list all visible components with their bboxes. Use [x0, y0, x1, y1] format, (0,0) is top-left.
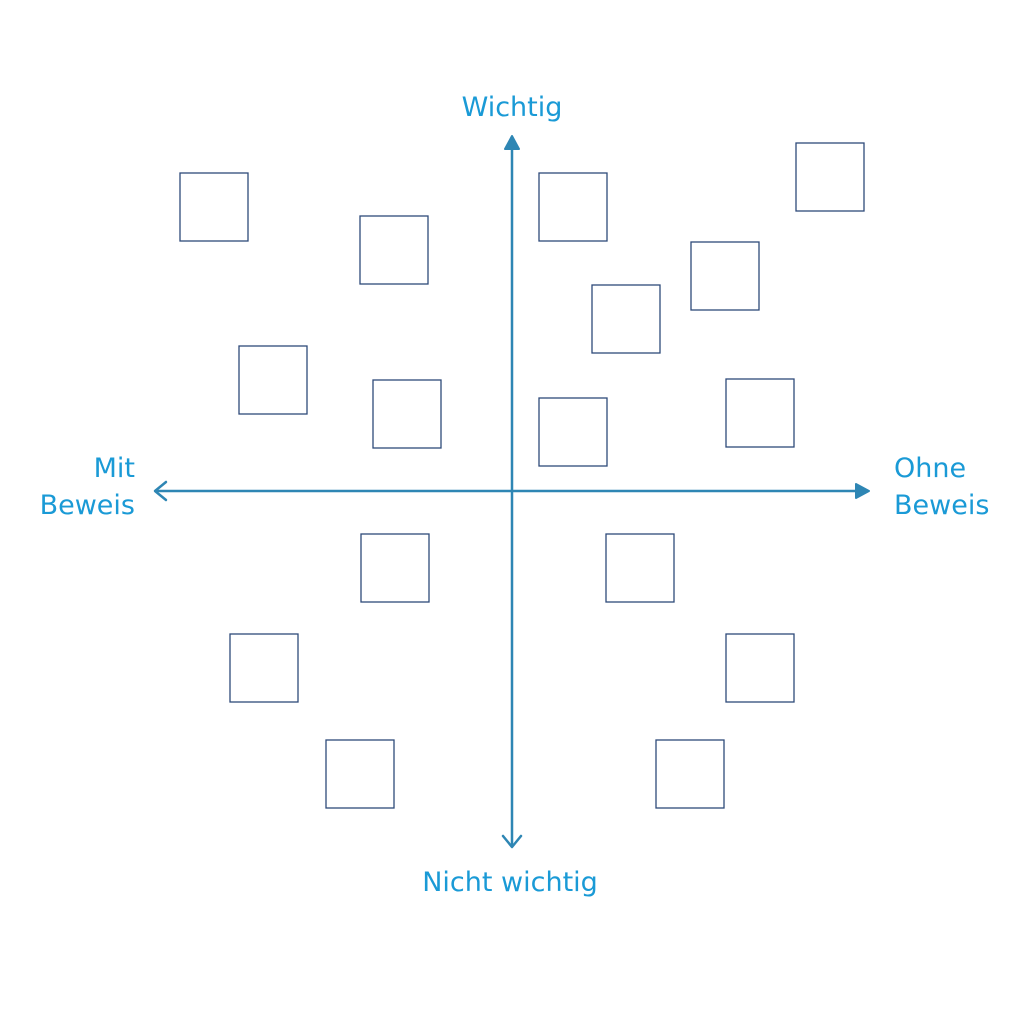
card-empty[interactable]	[591, 284, 661, 354]
arrow-right-icon	[855, 483, 870, 499]
card-empty[interactable]	[538, 397, 608, 467]
arrow-left-icon	[153, 480, 168, 502]
card-empty[interactable]	[229, 633, 299, 703]
card-empty[interactable]	[360, 533, 430, 603]
card-empty[interactable]	[238, 345, 308, 415]
arrow-up-icon	[504, 135, 520, 150]
card-empty[interactable]	[359, 215, 429, 285]
axis-label-left-line1: Mit	[94, 453, 135, 484]
axis-label-top: Wichtig	[462, 92, 563, 123]
card-empty[interactable]	[725, 633, 795, 703]
card-empty[interactable]	[372, 379, 442, 449]
card-empty[interactable]	[538, 172, 608, 242]
card-empty[interactable]	[690, 241, 760, 311]
card-empty[interactable]	[795, 142, 865, 212]
arrow-down-icon	[501, 834, 523, 849]
card-empty[interactable]	[725, 378, 795, 448]
axis-label-bottom: Nicht wichtig	[422, 867, 598, 898]
card-empty[interactable]	[605, 533, 675, 603]
axis-label-left-line2: Beweis	[40, 490, 135, 521]
card-empty[interactable]	[325, 739, 395, 809]
axis-label-right-line1: Ohne	[894, 453, 966, 484]
axis-label-right-line2: Beweis	[894, 490, 989, 521]
card-empty[interactable]	[179, 172, 249, 242]
card-empty[interactable]	[655, 739, 725, 809]
